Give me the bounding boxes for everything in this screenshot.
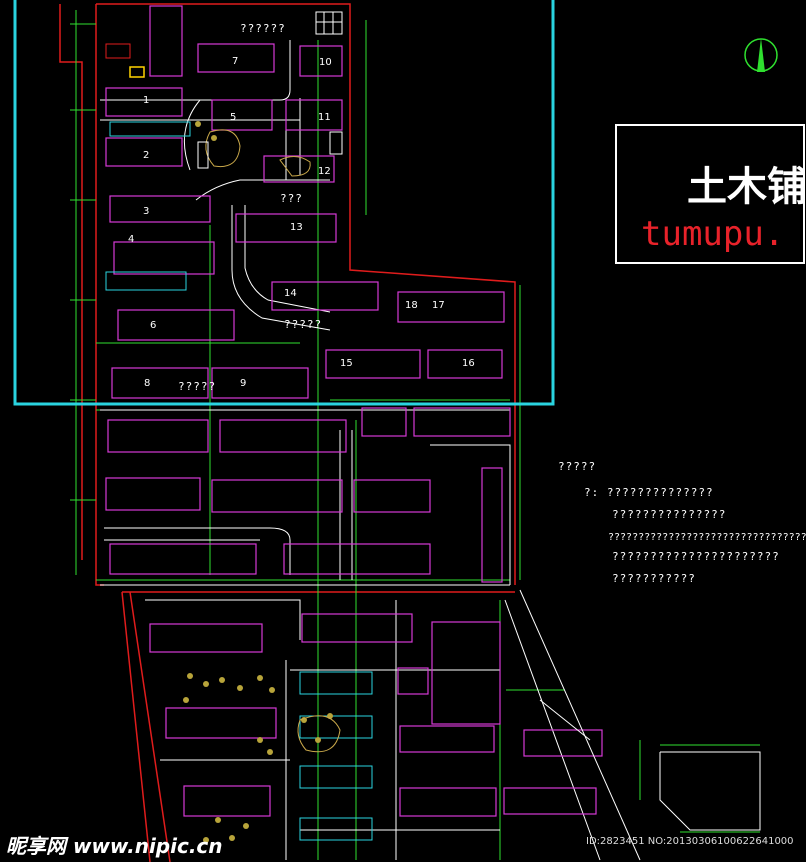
plan-note: ????? [284, 318, 323, 331]
building-number: 12 [318, 166, 331, 177]
dimension-lines [70, 10, 760, 860]
legend-chinese-text: 土木铺 [687, 164, 805, 210]
building-number: 15 [340, 358, 353, 369]
cyan-outlined-blocks [105, 121, 373, 841]
building-number: 9 [240, 378, 247, 389]
building-number: 13 [290, 222, 303, 233]
plan-note: ??? [280, 192, 303, 205]
legend-latin-text: tumupu. [641, 214, 785, 254]
notes-line: ??????????????? [612, 508, 727, 521]
building-number: 3 [143, 206, 150, 217]
building-blocks [105, 5, 603, 817]
site-boundary [59, 3, 516, 862]
notes-heading: ????? [558, 460, 597, 473]
building-number: 17 [432, 300, 445, 311]
service-building [197, 11, 343, 169]
building-number: 11 [318, 112, 331, 123]
building-number: 10 [319, 57, 332, 68]
road-network [100, 40, 601, 861]
building-number: 14 [284, 288, 297, 299]
notes-line: ?: ?????????????? [584, 486, 714, 499]
building-number: 8 [144, 378, 151, 389]
landscape-planting [183, 121, 333, 843]
north-arrow-icon [744, 38, 778, 72]
title-legend-box: 土木铺 tumupu. [615, 124, 805, 264]
building-number: 4 [128, 234, 135, 245]
selection-rectangle[interactable] [13, 0, 555, 406]
notes-line: ??????????? [612, 572, 696, 585]
building-number: 1 [143, 95, 150, 106]
notes-line: ????????????????????????????????? [608, 532, 806, 543]
watermark-logo: 昵享网 www.nipic.cn [6, 834, 223, 858]
site-marker [129, 66, 145, 78]
pond-outlines [205, 129, 341, 753]
building-number: 7 [232, 56, 239, 67]
building-number: 16 [462, 358, 475, 369]
building-number: 6 [150, 320, 157, 331]
building-number: 5 [230, 112, 237, 123]
angled-building-detail [519, 589, 761, 861]
red-marker [105, 43, 131, 59]
building-number: 2 [143, 150, 150, 161]
building-number: 18 [405, 300, 418, 311]
plan-title-note: ?????? [240, 22, 286, 35]
plan-note: ????? [178, 380, 217, 393]
notes-line: ?????????????????????? [612, 550, 780, 563]
watermark-id: ID:2823451 NO:20130306100622641000 [586, 836, 794, 847]
